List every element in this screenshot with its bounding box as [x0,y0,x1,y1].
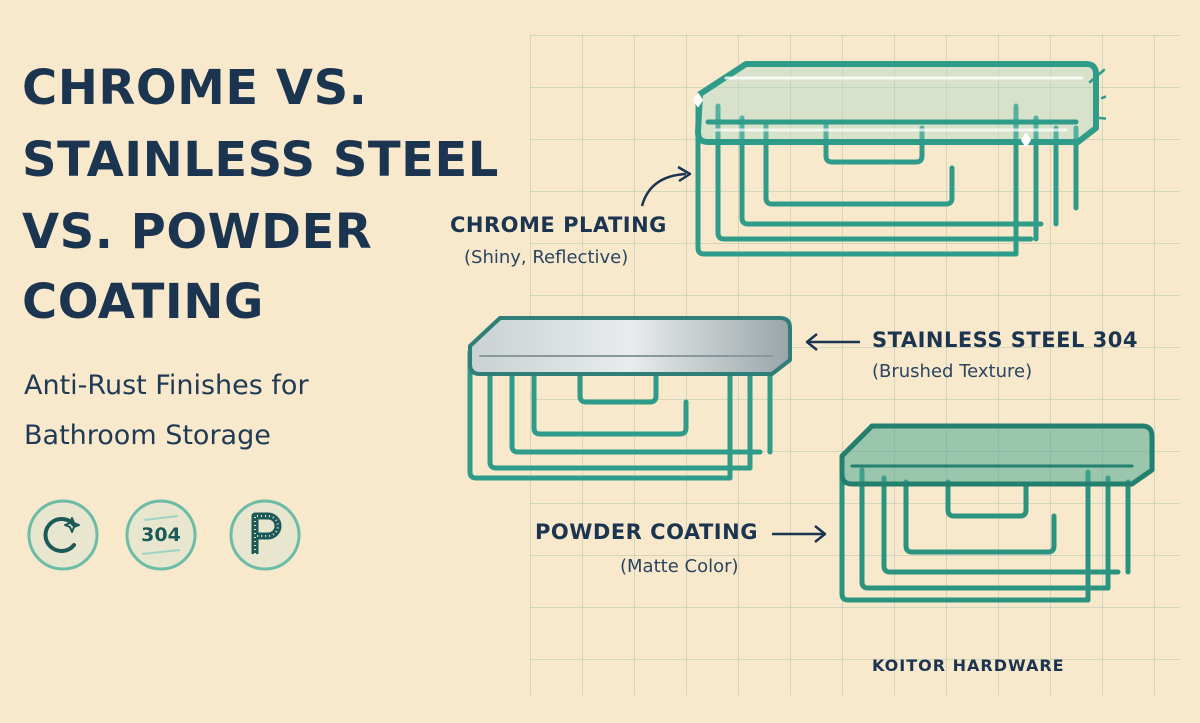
stainless-steel-label: STAINLESS STEEL 304 [872,328,1138,352]
title-line-3: VS. POWDER [22,204,373,260]
title-line-2: STAINLESS STEEL [22,132,499,188]
304-badge-icon: 304 [124,498,198,572]
stainless-steel-basket-illustration [460,312,800,502]
powder-coating-label: POWDER COATING [535,520,758,544]
chrome-plating-label: CHROME PLATING [450,213,667,237]
chrome-plating-description: (Shiny, Reflective) [464,247,629,268]
chrome-arrow-icon [640,165,692,207]
title-line-1: CHROME VS. [22,60,368,116]
title-line-4: COATING [22,274,264,330]
brand-name: KOITOR HARDWARE [872,656,1065,675]
subtitle-line-1: Anti-Rust Finishes for [24,370,309,401]
powder-coating-basket-illustration [832,418,1162,618]
stainless-steel-description: (Brushed Texture) [872,361,1033,382]
subtitle-line-2: Bathroom Storage [24,420,271,451]
powder-p-icon [228,498,302,572]
chrome-basket-illustration [686,58,1106,298]
powder-coating-description: (Matte Color) [620,556,739,577]
stainless-arrow-icon [805,333,860,351]
badge-304-text: 304 [141,524,181,546]
powder-arrow-icon [772,525,827,543]
chrome-c-sparkle-icon [26,498,100,572]
